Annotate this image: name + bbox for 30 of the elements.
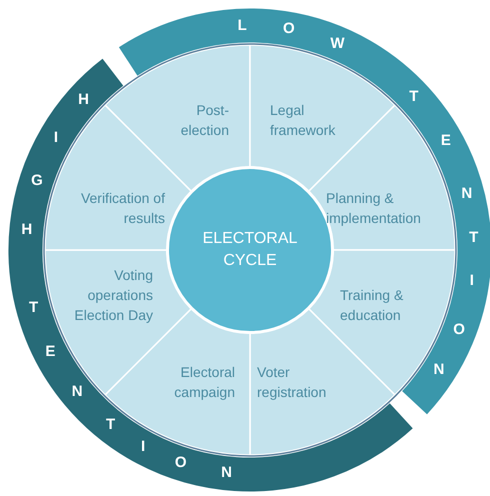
segment-label: Legal framework bbox=[270, 101, 336, 140]
hub-label: ELECTORAL CYCLE bbox=[202, 229, 298, 271]
band-letter: I bbox=[54, 130, 58, 146]
band-letter: O bbox=[283, 21, 295, 38]
segment-label: Post-election bbox=[180, 101, 229, 140]
band-letter: H bbox=[78, 92, 89, 108]
segment-label: Voting operations Election Day bbox=[73, 266, 153, 325]
band-letter: G bbox=[31, 172, 43, 189]
segment-label: Electoral campaign bbox=[173, 363, 235, 402]
segment-label: Planning & implementation bbox=[326, 189, 422, 228]
band-letter: O bbox=[174, 455, 187, 472]
band-letter: N bbox=[72, 384, 83, 400]
segment-label: Training & education bbox=[340, 286, 404, 325]
band-letter: L bbox=[238, 18, 247, 34]
band-letter: N bbox=[221, 464, 232, 481]
band-letter: O bbox=[453, 322, 465, 338]
band-letter: I bbox=[141, 438, 146, 455]
band-letter: H bbox=[21, 222, 32, 238]
segment-label: Voter registration bbox=[257, 363, 328, 402]
band-letter: T bbox=[106, 417, 116, 434]
band-letter: N bbox=[461, 186, 472, 202]
band-letter: T bbox=[409, 89, 418, 106]
band-letter: E bbox=[45, 344, 56, 360]
segment-label: Verification of results bbox=[80, 189, 165, 228]
band-letter: W bbox=[330, 36, 345, 52]
band-letter: T bbox=[29, 300, 38, 316]
band-letter: T bbox=[469, 230, 478, 246]
band-letter: N bbox=[433, 362, 444, 378]
band-letter: I bbox=[470, 273, 474, 290]
band-letter: E bbox=[440, 133, 451, 150]
